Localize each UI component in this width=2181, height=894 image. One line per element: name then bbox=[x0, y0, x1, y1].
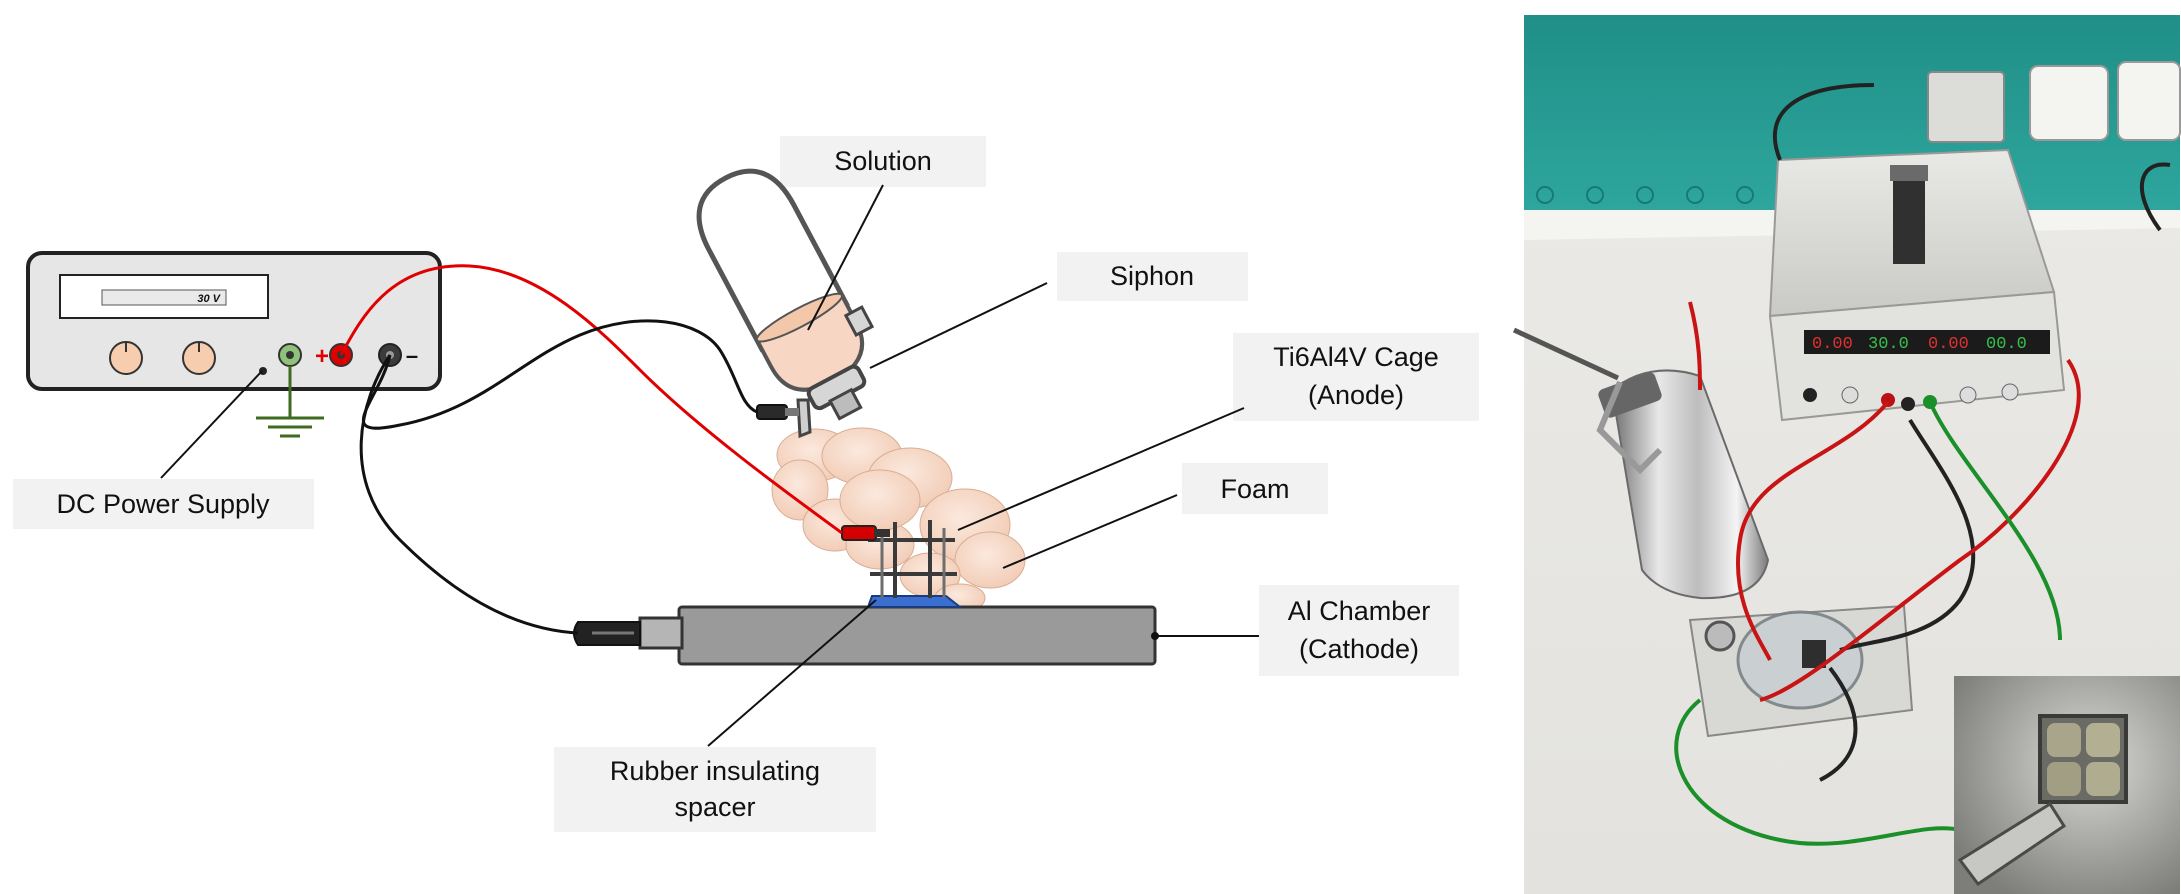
ground-symbol bbox=[256, 366, 324, 438]
label-box-siphon bbox=[1057, 252, 1248, 301]
svg-text:0.00: 0.00 bbox=[1812, 335, 1853, 354]
label-box-power-supply bbox=[13, 479, 314, 529]
label-power-supply: DC Power Supply bbox=[56, 489, 270, 519]
negative-sign: – bbox=[406, 343, 418, 368]
positive-wire bbox=[339, 264, 843, 535]
photo-cables bbox=[1674, 83, 2171, 846]
label-spacer-line2: spacer bbox=[674, 792, 755, 822]
label-siphon: Siphon bbox=[1110, 261, 1194, 291]
knob-left[interactable] bbox=[109, 341, 143, 375]
lcd-value: 30 V bbox=[197, 293, 221, 305]
wall-socket-1 bbox=[2029, 65, 2109, 141]
siphon-bottle bbox=[696, 168, 875, 421]
label-cage-line1: Ti6Al4V Cage bbox=[1273, 342, 1439, 372]
positive-sign: + bbox=[315, 343, 329, 370]
label-spacer-line1: Rubber insulating bbox=[610, 756, 820, 786]
label-foam: Foam bbox=[1220, 474, 1289, 504]
label-chamber-line1: Al Chamber bbox=[1288, 596, 1431, 626]
label-box-cage bbox=[1233, 333, 1479, 421]
chamber-connector bbox=[638, 616, 684, 650]
label-box-foam bbox=[1182, 463, 1328, 514]
svg-text:00.0: 00.0 bbox=[1986, 335, 2027, 354]
leader-lines bbox=[160, 184, 1259, 747]
label-solution: Solution bbox=[834, 146, 932, 176]
knob-right[interactable] bbox=[182, 341, 216, 375]
photo-power-supply: 0.00 30.0 0.00 00.0 bbox=[1768, 148, 2066, 422]
rubber-spacer bbox=[866, 595, 963, 608]
titanium-cage bbox=[868, 520, 957, 598]
label-box-spacer bbox=[554, 747, 876, 832]
photo-siphon bbox=[1512, 327, 1770, 600]
svg-text:30.0: 30.0 bbox=[1868, 335, 1909, 354]
lcd-readout-window bbox=[101, 289, 227, 306]
label-chamber-line2: (Cathode) bbox=[1299, 634, 1419, 664]
label-cage-line2: (Anode) bbox=[1308, 380, 1404, 410]
schematic: 30 V + – bbox=[13, 136, 1479, 832]
foam-cloud bbox=[771, 427, 1026, 613]
wall-holes bbox=[1536, 186, 1754, 204]
chamber-leader-dot bbox=[1151, 632, 1159, 640]
label-box-solution bbox=[780, 136, 986, 187]
negative-wire-to-chamber bbox=[359, 354, 579, 635]
wall-breaker bbox=[1927, 71, 2005, 143]
power-supply-box bbox=[26, 251, 442, 391]
photo-inset bbox=[1954, 676, 2180, 894]
ground-terminal[interactable] bbox=[278, 343, 302, 367]
al-chamber bbox=[677, 605, 1157, 666]
label-box-chamber bbox=[1259, 585, 1459, 676]
photo-panel: 0.00 30.0 0.00 00.0 bbox=[1512, 15, 2181, 894]
siphon-clip bbox=[756, 404, 799, 420]
siphon-nozzle bbox=[796, 398, 812, 439]
wall-socket-2 bbox=[2117, 61, 2181, 141]
svg-text:0.00: 0.00 bbox=[1928, 335, 1969, 354]
